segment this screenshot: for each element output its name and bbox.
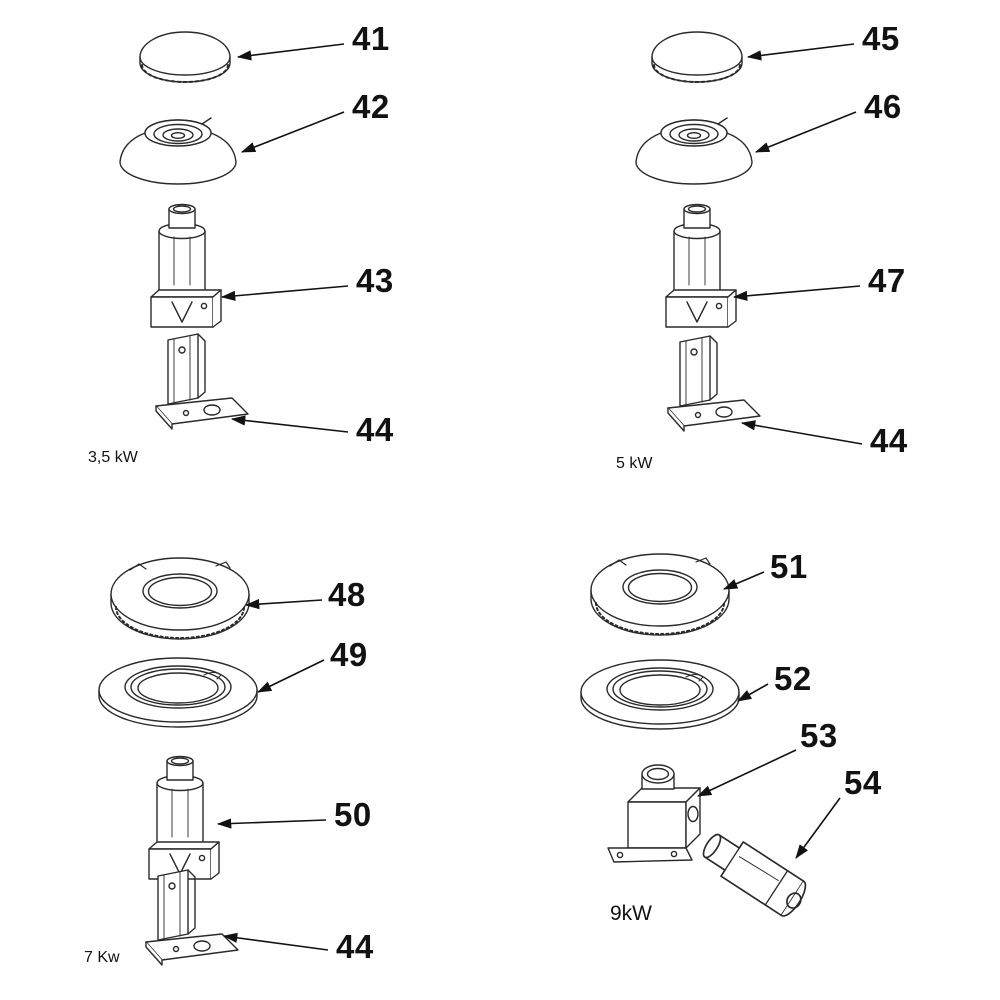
assembly-9kw: 51 52 53 54 9kW [580, 548, 882, 925]
part-label-54: 54 [844, 764, 882, 801]
arrow-to-part-52 [737, 683, 769, 702]
part-label-41: 41 [352, 20, 390, 57]
assembly-5kw: 45 46 47 44 5 kW [616, 20, 908, 472]
burner-head-46-drawing [635, 117, 753, 185]
assembly-caption-5kw: 5 kW [616, 455, 653, 472]
burner-cap-45-drawing [651, 31, 743, 83]
burner-head-42-drawing [119, 117, 237, 185]
arrow-to-part-48 [244, 599, 323, 610]
arrow-to-part-44 [230, 415, 349, 433]
part-label-44-c: 44 [336, 928, 374, 965]
injector-fitting-54-drawing [695, 825, 813, 922]
burner-block-53-drawing [607, 764, 701, 863]
arrow-to-part-45 [746, 43, 855, 61]
assembly-caption-7kw: 7 Kw [84, 949, 120, 966]
arrow-to-part-41 [236, 43, 345, 61]
part-label-48: 48 [328, 576, 366, 613]
arrow-to-part-42 [240, 111, 345, 153]
part-label-49: 49 [330, 636, 368, 673]
part-label-47: 47 [868, 262, 906, 299]
burner-ring-base-49-drawing [98, 657, 258, 728]
arrow-to-part-46 [754, 111, 857, 153]
assembly-7kw: 48 49 50 44 7 Kw [84, 557, 374, 966]
part-label-52: 52 [774, 660, 812, 697]
burner-cap-41-drawing [139, 31, 231, 83]
burner-ring-48-drawing [110, 557, 250, 640]
arrow-to-part-53 [696, 749, 797, 797]
part-label-43: 43 [356, 262, 394, 299]
burner-body-50-drawing [148, 755, 220, 880]
part-label-50: 50 [334, 796, 372, 833]
part-label-53: 53 [800, 717, 838, 754]
part-label-44-a: 44 [356, 411, 394, 448]
arrow-to-part-44-2 [740, 420, 863, 445]
arrow-to-part-44-3 [222, 932, 329, 951]
arrow-to-part-51 [722, 571, 765, 590]
arrow-to-part-43 [220, 285, 349, 301]
part-label-51: 51 [770, 548, 808, 585]
arrow-to-part-49 [256, 659, 325, 693]
assembly-caption-3-5kw: 3,5 kW [88, 449, 139, 466]
part-label-42: 42 [352, 88, 390, 125]
burner-body-47-drawing [665, 203, 737, 328]
assembly-3-5kw: 41 42 43 44 3,5 kW [88, 20, 394, 466]
mounting-bracket-44-drawing [155, 333, 249, 430]
arrow-to-part-47 [732, 285, 861, 301]
arrow-to-part-54 [795, 797, 841, 859]
assembly-caption-9kw: 9kW [610, 902, 652, 925]
arrow-to-part-50 [216, 818, 327, 829]
burner-body-43-drawing [150, 203, 222, 328]
burner-ring-base-52-drawing [580, 659, 740, 730]
part-label-44-b: 44 [870, 422, 908, 459]
mounting-bracket-44-drawing-2 [667, 335, 761, 432]
part-label-45: 45 [862, 20, 900, 57]
part-label-46: 46 [864, 88, 902, 125]
burner-ring-51-drawing [590, 553, 730, 636]
mounting-bracket-44-drawing-3 [145, 869, 239, 966]
